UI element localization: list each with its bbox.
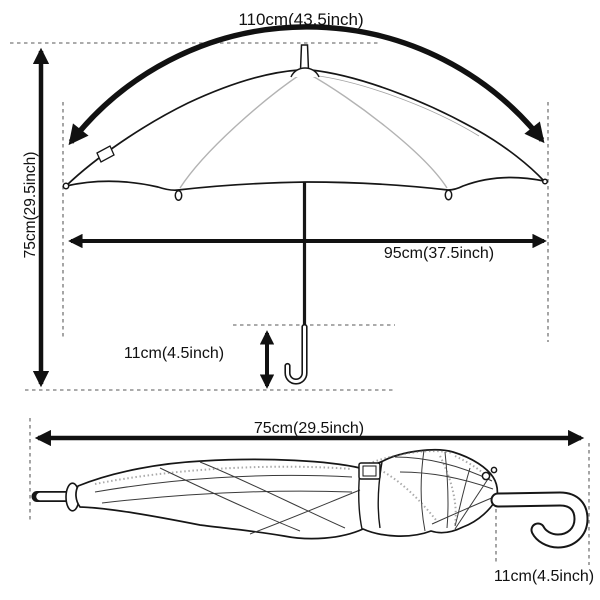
- folded-stipple-shading: [94, 450, 491, 526]
- rib-tip-loop-right: [444, 189, 453, 201]
- folded-handle-fill: [492, 493, 587, 547]
- open-umbrella-illustration: [62, 44, 549, 385]
- folded-fold-lines: [94, 449, 495, 535]
- folded-strap-buckle-inner: [362, 465, 377, 477]
- dimension-guides: [10, 42, 590, 565]
- folded-length-label: 75cm(29.5inch): [254, 420, 364, 437]
- folded-handle-length-label: 11cm(4.5inch): [494, 568, 594, 585]
- folded-umbrella-illustration: [31, 449, 589, 549]
- dimension-arrows: [32, 24, 585, 447]
- hang-tag: [96, 145, 115, 163]
- crown-bead: [481, 471, 491, 481]
- rib-tip-right: [541, 178, 549, 185]
- umbrella-ferrule: [299, 44, 310, 71]
- arc-width-arrow: [68, 24, 545, 146]
- overall-height-label: 75cm(29.5inch): [22, 152, 39, 259]
- canopy-diameter-label: 95cm(37.5inch): [384, 245, 494, 262]
- crown-knob: [490, 466, 498, 474]
- canopy-apex-collar: [290, 67, 320, 78]
- rib-tip-loop-left: [174, 189, 183, 202]
- folded-strap-buckle: [358, 462, 381, 480]
- rib-tip-left: [62, 182, 70, 190]
- handle-length-label: 11cm(4.5inch): [124, 345, 224, 362]
- umbrella-handle-fill: [286, 325, 306, 383]
- umbrella-canopy: [65, 69, 545, 192]
- canopy-arc-label: 110cm(43.5inch): [238, 10, 363, 29]
- umbrella-handle-outline: [284, 323, 308, 385]
